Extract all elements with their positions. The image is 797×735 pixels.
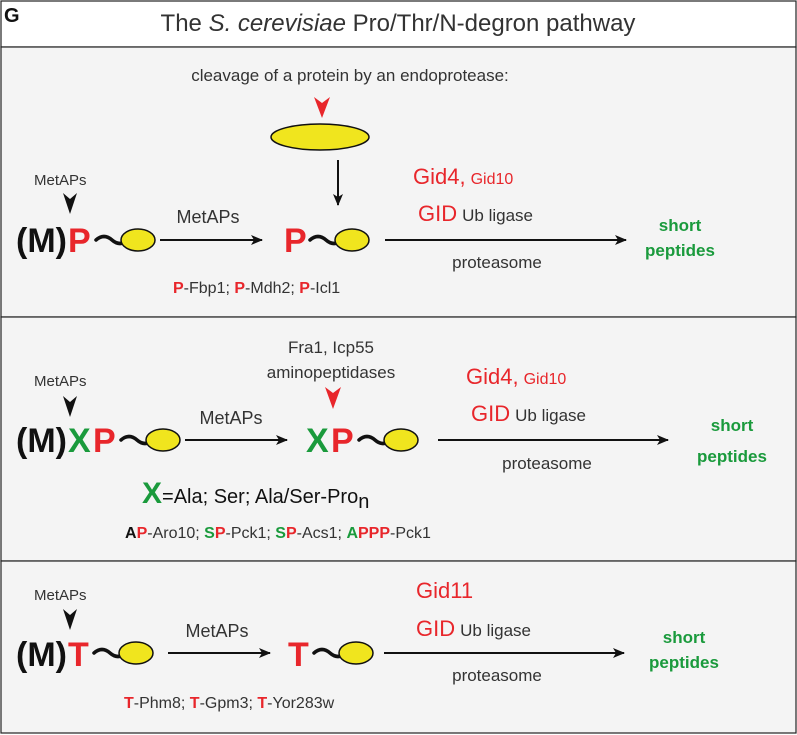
product-residue: T	[288, 636, 309, 674]
product-x-residue: X	[306, 422, 329, 460]
protein-body	[118, 641, 154, 665]
product-residue: P	[284, 222, 307, 260]
title-box	[0, 0, 797, 48]
product-p-residue: P	[331, 422, 354, 460]
p-residue: P	[93, 422, 116, 460]
gid4-gid10-label: Gid4,Gid10	[466, 364, 566, 389]
gid4-gid10-label: Gid4,Gid10	[413, 164, 513, 189]
metaps-arrow-label: MetAPs	[185, 621, 248, 641]
metaps-small-label: MetAPs	[34, 172, 87, 189]
aminopeptidase-cleavage-marker	[325, 387, 341, 409]
metaps-cleavage-marker	[63, 609, 77, 630]
product-body	[338, 641, 374, 665]
proteasome-label: proteasome	[452, 666, 542, 685]
n-terminal-residue: T	[68, 636, 89, 674]
x-residue: X	[68, 422, 91, 460]
x-definition: X=Ala; Ser; Ala/Ser-Pron	[142, 477, 369, 513]
met-label: (M)	[16, 222, 67, 260]
metaps-small-label: MetAPs	[34, 373, 87, 390]
peptides-label: peptides	[697, 447, 767, 466]
metaps-cleavage-marker	[63, 193, 77, 214]
product-body	[334, 228, 370, 252]
aminopeptidase-names: Fra1, Icp55	[288, 338, 374, 357]
met-label: (M)	[16, 422, 67, 460]
peptides-label: peptides	[645, 241, 715, 260]
aminopeptidase-label: aminopeptidases	[267, 363, 396, 382]
panel-pro	[0, 46, 797, 318]
n-terminal-residue: P	[68, 222, 91, 260]
page-title: The S. cerevisiae Pro/Thr/N-degron pathw…	[161, 10, 636, 37]
metaps-arrow-label: MetAPs	[199, 408, 262, 428]
short-label: short	[663, 628, 706, 647]
gid11-label: Gid11	[416, 578, 473, 603]
protein-body	[145, 428, 181, 452]
metaps-cleavage-marker	[63, 396, 77, 417]
substrate-list: P-Fbp1; P-Mdh2; P-Icl1	[173, 280, 340, 297]
endoprotease-note: cleavage of a protein by an endoprotease…	[191, 66, 509, 85]
substrate-list: AP-Aro10; SP-Pck1; SP-Acs1; APPP-Pck1	[125, 525, 431, 542]
proteasome-label: proteasome	[452, 253, 542, 272]
product-body	[383, 428, 419, 452]
substrate-list: T-Phm8; T-Gpm3; T-Yor283w	[124, 695, 335, 712]
metaps-arrow-label: MetAPs	[176, 207, 239, 227]
panel-corner-label: G	[4, 5, 20, 27]
metaps-small-label: MetAPs	[34, 587, 87, 604]
proteasome-label: proteasome	[502, 454, 592, 473]
panel-thr	[0, 560, 797, 734]
short-label: short	[659, 216, 702, 235]
endoprotease-ellipse	[270, 123, 370, 151]
met-label: (M)	[16, 636, 67, 674]
short-label: short	[711, 416, 754, 435]
endoprotease-cleavage-marker	[314, 97, 330, 118]
peptides-label: peptides	[649, 653, 719, 672]
protein-body	[120, 228, 156, 252]
